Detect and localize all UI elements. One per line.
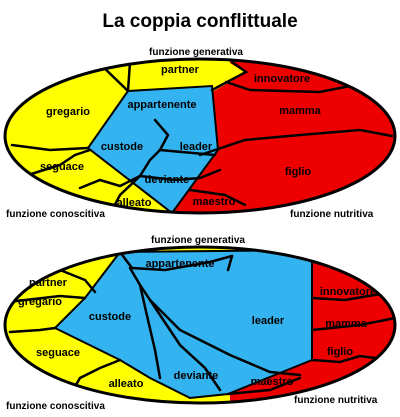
top-axis-nutritiva: funzione nutritiva [290,209,374,220]
bottom-label-appartenente: appartenente [145,258,214,270]
top-label-alleato: alleato [117,197,152,209]
diagram-bottom: funzione generativa funzione conoscitiva… [3,235,397,412]
top-label-figlio: figlio [285,166,312,178]
diagram-top: funzione generativa funzione conoscitiva… [3,47,397,220]
bottom-axis-generativa: funzione generativa [151,235,245,246]
bottom-label-maestro: maestro [251,376,294,388]
bottom-label-partner: partner [29,277,68,289]
bottom-label-deviante: deviante [174,370,219,382]
bottom-label-custode: custode [89,311,131,323]
top-axis-conoscitiva: funzione conoscitiva [6,209,105,220]
bottom-red-area [230,247,395,403]
top-label-gregario: gregario [46,106,90,118]
bottom-label-figlio: figlio [327,346,354,358]
page-title: La coppia conflittuale [102,11,297,32]
bottom-label-mamma: mamma [325,318,367,330]
bottom-label-innovatore: innovatore [320,286,376,298]
bottom-label-alleato: alleato [109,378,144,390]
top-label-leader: leader [180,141,213,153]
top-label-deviante: deviante [145,174,190,186]
top-cyan-area [88,86,218,213]
bottom-label-seguace: seguace [36,347,80,359]
top-label-maestro: maestro [193,196,236,208]
bottom-axis-nutritiva: funzione nutritiva [294,395,378,406]
bottom-label-gregario: gregario [18,296,62,308]
top-label-custode: custode [101,141,143,153]
bottom-axis-conoscitiva: funzione conoscitiva [6,401,105,412]
bottom-label-leader: leader [252,315,285,327]
top-label-seguace: seguace [40,161,84,173]
bottom-cyan-area [55,250,312,398]
top-label-appartenente: appartenente [127,99,196,111]
top-label-innovatore: innovatore [254,73,310,85]
top-label-partner: partner [161,64,200,76]
top-red-area [172,59,395,213]
top-label-mamma: mamma [279,105,321,117]
top-axis-generativa: funzione generativa [149,47,243,58]
